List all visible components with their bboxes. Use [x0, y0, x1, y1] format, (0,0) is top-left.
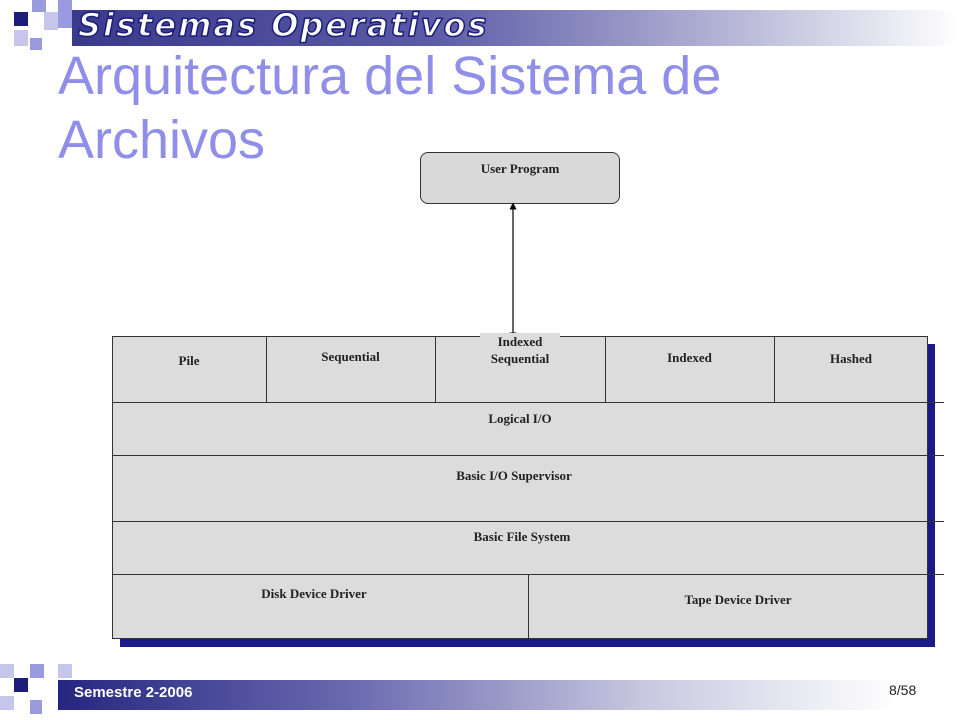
- tape-device-driver: Tape Device Driver: [684, 592, 792, 607]
- divider: [112, 521, 944, 522]
- decor-square-pale: [58, 664, 72, 678]
- access-method-hashed: Hashed: [830, 351, 872, 366]
- divider: [112, 402, 944, 403]
- user-program-box: [420, 152, 620, 204]
- decor-square-light: [30, 38, 42, 50]
- disk-device-driver: Disk Device Driver: [261, 586, 367, 601]
- decor-square-pale: [44, 12, 58, 30]
- access-method-pile: Pile: [178, 353, 200, 368]
- header-title: Sistemas Operativos: [77, 5, 489, 45]
- divider: [774, 336, 775, 403]
- footer-bar: [58, 680, 898, 710]
- decor-square-pale: [0, 664, 14, 678]
- decor-square-light: [32, 0, 46, 12]
- layer-logical-io: Logical I/O: [488, 411, 552, 426]
- decor-square-pale: [14, 30, 28, 46]
- user-program-label: User Program: [480, 161, 560, 176]
- divider: [112, 455, 944, 456]
- header-bar: [72, 10, 960, 46]
- page-title: Arquitectura del Sistema de Archivos: [58, 46, 722, 170]
- layer-basic-io-supervisor: Basic I/O Supervisor: [456, 468, 572, 483]
- divider: [435, 336, 436, 403]
- layer-basic-file-system: Basic File System: [473, 529, 571, 544]
- decor-square-dark: [14, 12, 28, 26]
- access-method-indexed: Indexed: [667, 350, 712, 365]
- divider: [605, 336, 606, 403]
- access-method-sequential: Sequential: [321, 349, 380, 364]
- layer-stack: [112, 336, 928, 639]
- decor-square-light: [30, 664, 44, 678]
- divider: [528, 574, 529, 639]
- access-method-indexed-sequential: Indexed Sequential: [480, 333, 560, 367]
- decor-square-dark: [14, 678, 28, 692]
- page-number: 8/58: [889, 682, 917, 698]
- decor-square-pale: [0, 696, 14, 710]
- decor-square-light: [30, 700, 42, 714]
- decor-square-light: [58, 0, 72, 28]
- divider: [266, 336, 267, 403]
- footer-semester: Semestre 2-2006: [74, 684, 193, 701]
